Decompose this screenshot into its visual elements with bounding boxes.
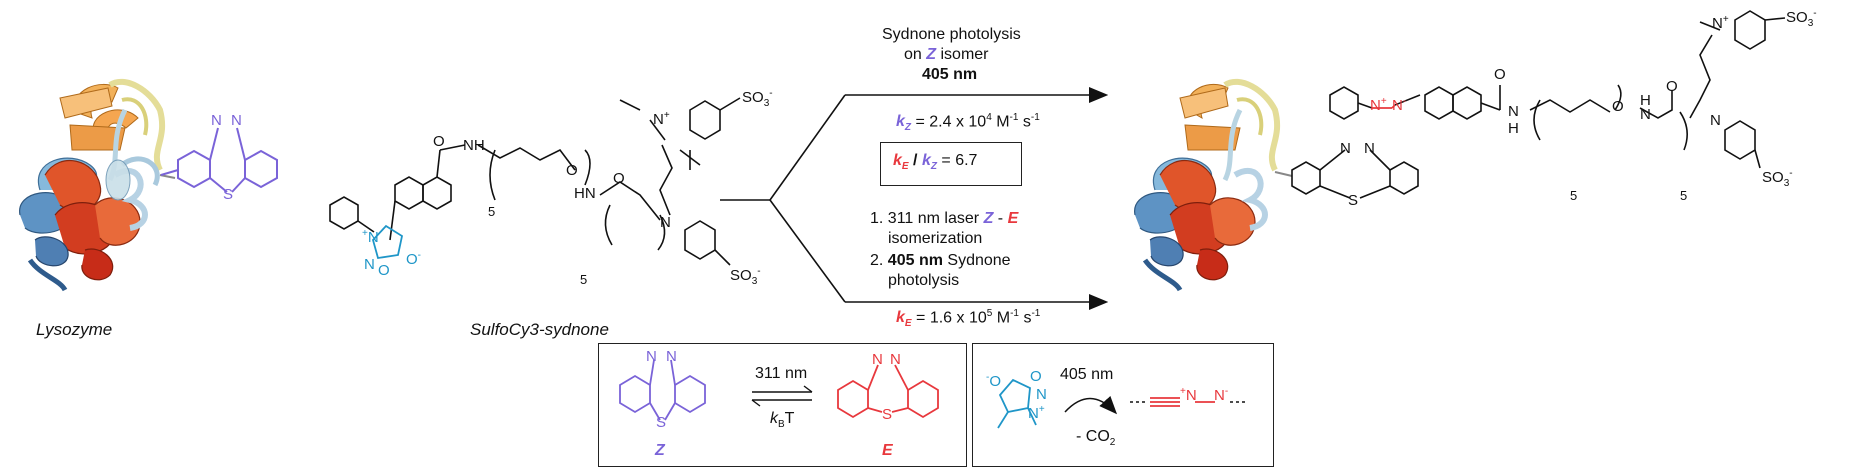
sydnone-byproduct: - CO2 <box>1076 428 1116 449</box>
z-isomer-label: Z <box>655 442 665 459</box>
atom-n1-product: N <box>1340 140 1351 157</box>
atom-o-minus-sydnone-box: -O <box>986 372 1002 390</box>
peg-n2-product: 5 <box>1680 188 1688 203</box>
sydnone-wavelength: 405 nm <box>1060 366 1114 383</box>
peg-n-reagent: 5 <box>488 204 496 219</box>
atom-o-carbonyl-reagent: O <box>433 133 445 150</box>
atom-h-amide-product: H <box>1508 120 1519 137</box>
top-rate-constant: kZ = 2.4 x 104 M-1 s-1 <box>896 112 1040 134</box>
atom-s-product: S <box>1348 192 1359 209</box>
atom-n-amide-product: N <box>1508 103 1519 120</box>
atom-o-peg-product: O <box>1612 98 1624 115</box>
reverse-condition: kBT <box>770 410 795 431</box>
atom-nh-reagent: NH <box>463 137 485 154</box>
atom-o-sydnone-reagent: O <box>378 262 390 279</box>
sydnone-box-graphics <box>997 378 1245 429</box>
atom-n-plus-sydnone-box: N+ <box>1028 404 1045 422</box>
ratio-box <box>880 142 1022 186</box>
rate-ratio-text: kE / kZ = 6.7 <box>893 152 978 173</box>
atom-h-amide2-product: H <box>1640 92 1651 109</box>
atom-n-plus-sydnone-reagent: +N <box>362 228 379 246</box>
top-condition-line1: Sydnone photolysis <box>882 26 1021 43</box>
reaction-arrows <box>720 87 1109 310</box>
isomer-equilibrium-box <box>598 343 967 467</box>
sydnone-photolysis-box <box>972 343 1274 467</box>
atom-hn-reagent: HN <box>574 185 596 202</box>
atom-n-minus-product: N- <box>1392 96 1407 114</box>
atom-n1-left: N <box>211 112 222 129</box>
lysozyme-label: Lysozyme <box>36 320 113 339</box>
lysozyme-structure-right <box>1134 78 1293 292</box>
bottom-rate-constant: kE = 1.6 x 105 M-1 s-1 <box>896 308 1041 330</box>
top-condition-line2: on Z isomer <box>904 46 989 63</box>
so3-upper-reagent: SO3- <box>742 88 773 109</box>
isomer-box-graphics <box>619 359 939 421</box>
atom-n1-e-box: N <box>872 351 883 368</box>
atom-n-sydnone-box: N <box>1036 386 1047 403</box>
e-isomer-label: E <box>882 442 893 459</box>
so3-lower-product: SO3- <box>1762 168 1793 189</box>
atom-s-left: S <box>223 186 234 203</box>
atom-o-minus-sydnone-reagent: O- <box>406 250 422 268</box>
atom-o-sydnone-box: O <box>1030 368 1042 385</box>
reagent-label: SulfoCy3-sydnone <box>470 320 609 339</box>
atom-n2-z-box: N <box>666 348 677 365</box>
atom-n-indoline-product: N <box>1710 112 1721 129</box>
top-condition-line3: 405 nm <box>922 66 978 83</box>
atom-o-carbonyl-product: O <box>1494 66 1506 83</box>
lysozyme-structure-left <box>19 78 176 292</box>
atom-n-amide2-product: N <box>1640 106 1651 123</box>
atom-n-sydnone-reagent: N <box>364 256 375 273</box>
so3-upper-product: SO3- <box>1786 8 1817 29</box>
atom-n2-product: N <box>1364 140 1375 157</box>
atom-s-z-box: S <box>656 414 667 431</box>
atom-n-indoline-reagent: N <box>660 214 671 231</box>
atom-n-indolium-product: N+ <box>1712 14 1729 32</box>
forward-condition: 311 nm <box>755 365 808 382</box>
peg-n-product: 5 <box>1570 188 1578 203</box>
z-dibenzothiadiazepine-left <box>160 127 278 193</box>
product-azo-red <box>1372 104 1396 109</box>
bottom-step1: 1. 311 nm laser Z - E <box>870 210 1019 227</box>
atom-n-indolium-reagent: N+ <box>653 110 670 128</box>
atom-n-plus-nitrile-imine: +N <box>1180 386 1197 404</box>
atom-o-amide2-product: O <box>1666 78 1678 95</box>
atom-o-amide-reagent: O <box>613 170 625 187</box>
sulfocy3-sydnone-structure <box>329 97 741 266</box>
atom-n2-left: N <box>231 112 242 129</box>
peg-n2-reagent: 5 <box>580 272 588 287</box>
bottom-step2: 2. 405 nm Sydnone <box>870 252 1011 269</box>
atom-s-e-box: S <box>882 406 893 423</box>
atom-n-minus-nitrile-imine: N- <box>1214 386 1229 404</box>
product-structure <box>1291 10 1786 199</box>
atom-o-peg-reagent: O <box>566 162 578 179</box>
bottom-step2-line2: photolysis <box>888 272 960 289</box>
atom-n1-z-box: N <box>646 348 657 365</box>
atom-n-plus-product: N+ <box>1370 96 1387 114</box>
so3-lower-reagent: SO3- <box>730 266 761 287</box>
sydnone-ring-reagent <box>371 224 404 260</box>
atom-n2-e-box: N <box>890 351 901 368</box>
bottom-step1-line2: isomerization <box>888 230 983 247</box>
